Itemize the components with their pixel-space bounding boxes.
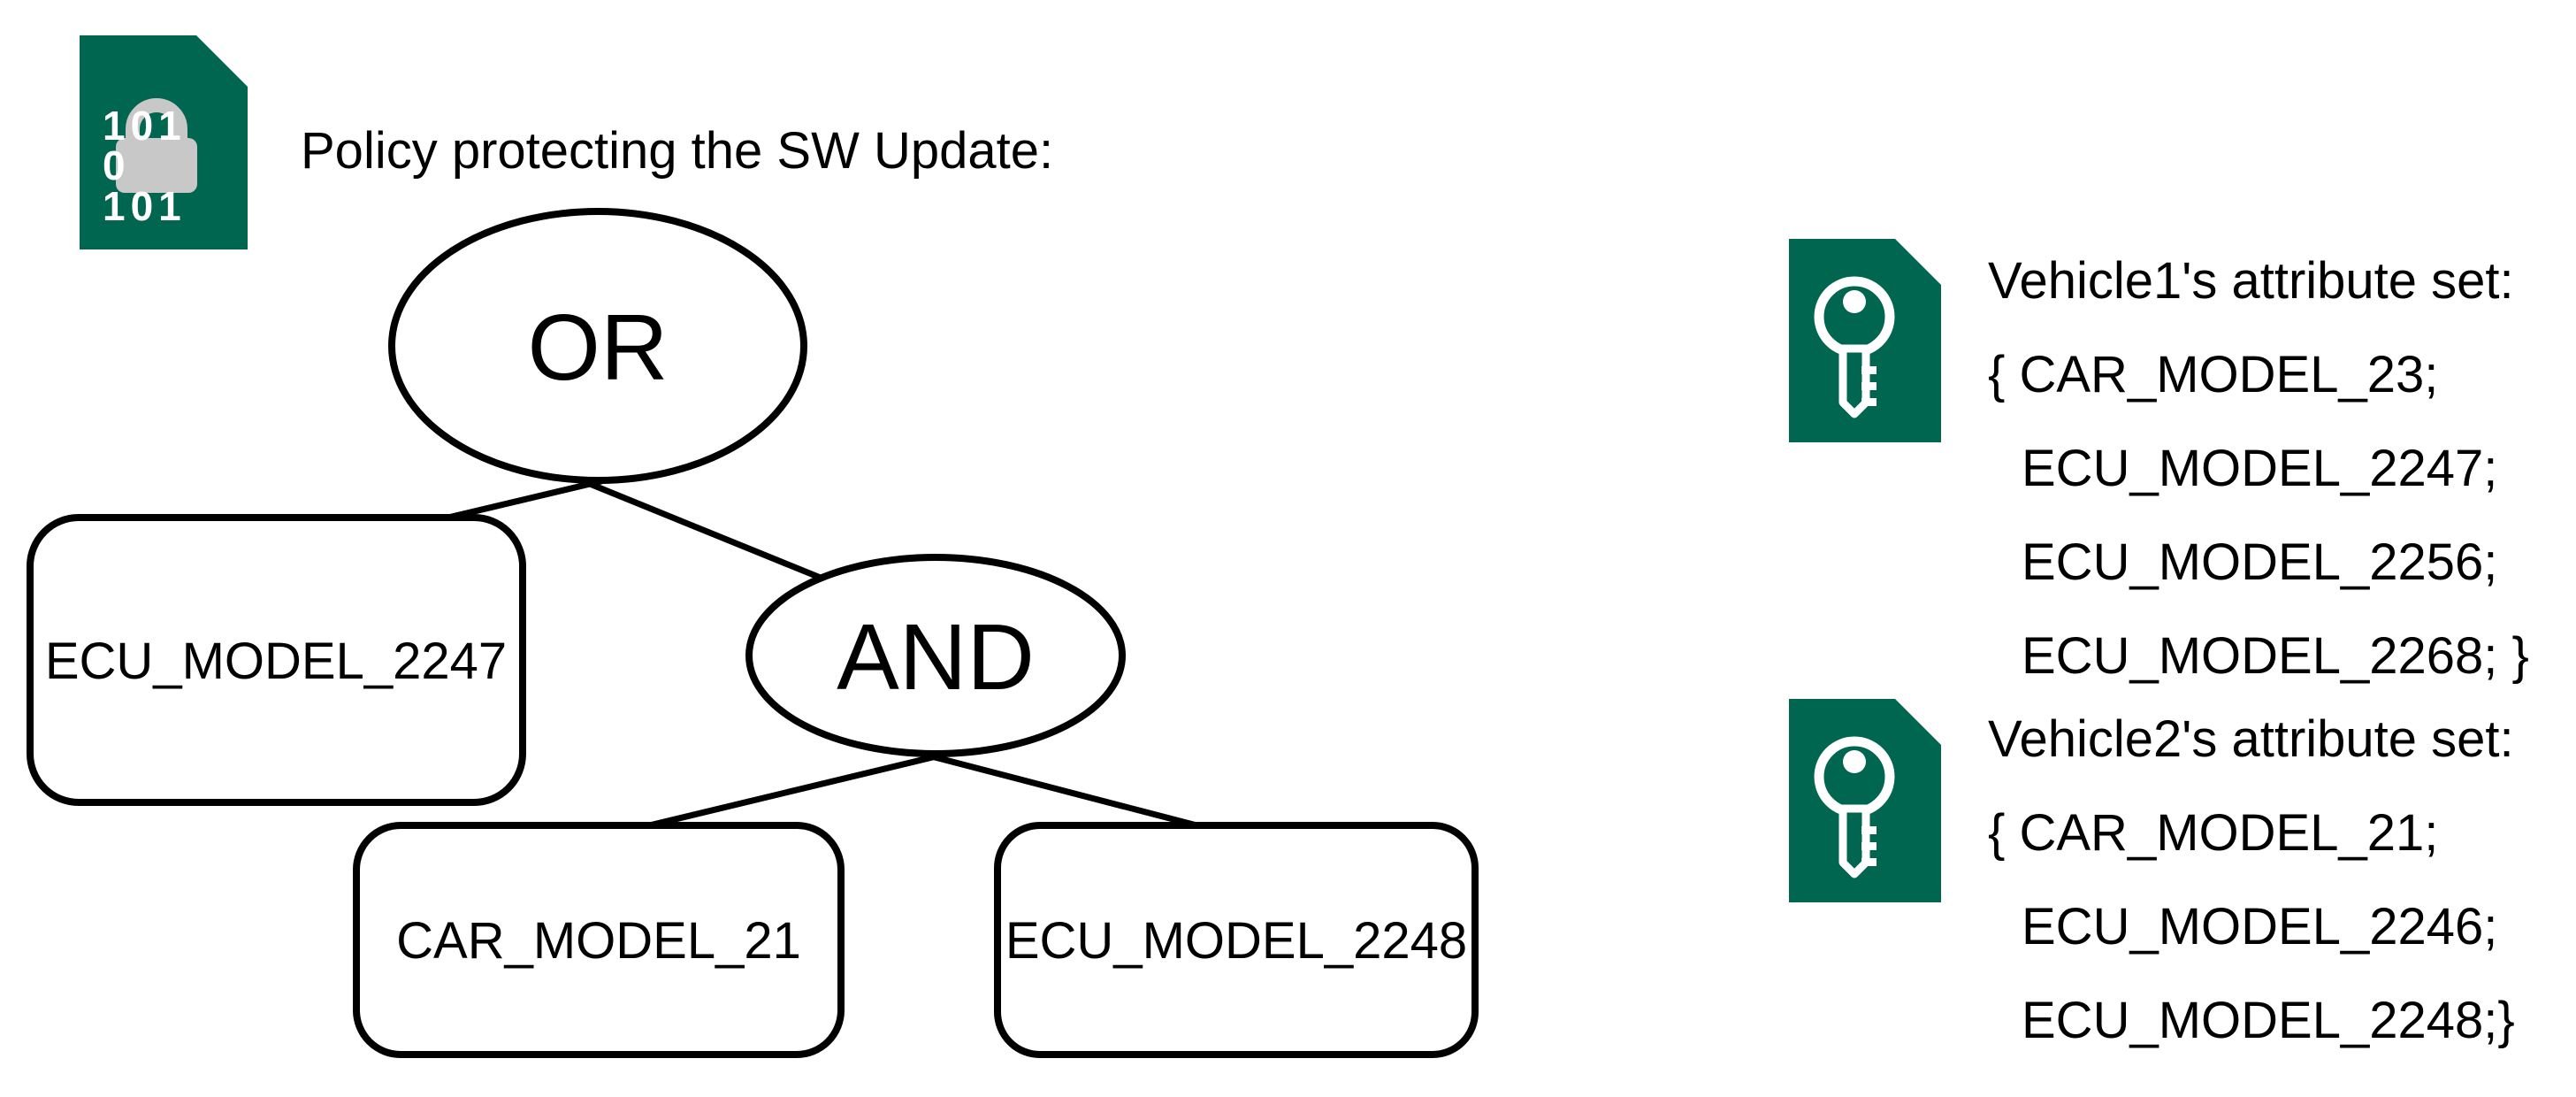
vehicle2-attr-line: ECU_MODEL_2246; xyxy=(2022,898,2497,955)
vehicle2-attribute-set: Vehicle2's attribute set: { CAR_MODEL_21… xyxy=(1988,710,2515,1049)
key-tooth-icon xyxy=(1861,398,1877,406)
edge-and-to-car21 xyxy=(615,744,974,837)
leaf-box xyxy=(27,514,526,806)
vehicle1-attribute-set: Vehicle1's attribute set: { CAR_MODEL_23… xyxy=(1988,252,2529,685)
key-dot-icon xyxy=(1843,290,1866,313)
edge-or-to-and xyxy=(569,472,833,586)
binary-digits-row: 101 xyxy=(103,183,187,229)
vehicle2-key-doc-icon xyxy=(1789,699,1941,902)
and-gate-ellipse xyxy=(745,554,1126,757)
edge-and-to-ecu2248 xyxy=(897,744,1228,837)
leaf-car-model-21: CAR_MODEL_21 xyxy=(353,822,845,1058)
vehicle1-title: Vehicle1's attribute set: xyxy=(1988,252,2514,310)
binary-digits-row: 101 xyxy=(103,103,187,149)
or-gate-ellipse xyxy=(388,208,807,484)
and-gate-label: AND xyxy=(837,605,1035,710)
vehicle1-key-doc-icon xyxy=(1789,239,1941,442)
lock-body-icon xyxy=(116,138,197,193)
leaf-box xyxy=(353,822,845,1058)
vehicle2-attr-line: ECU_MODEL_2248;} xyxy=(2022,992,2515,1049)
key-shaft-icon xyxy=(1838,804,1870,878)
key-tooth-icon xyxy=(1861,826,1877,834)
key-tooth-icon xyxy=(1861,382,1877,390)
document-icon xyxy=(1789,699,1941,902)
vehicle1-attr-line: { CAR_MODEL_23; xyxy=(1988,346,2438,403)
key-tooth-icon xyxy=(1861,842,1877,850)
vehicle2-attr-line: { CAR_MODEL_21; xyxy=(1988,804,2438,862)
leaf-label: ECU_MODEL_2247 xyxy=(45,633,507,690)
or-gate-label: OR xyxy=(528,295,669,400)
key-dot-icon xyxy=(1843,750,1866,773)
binary-digits-row: 0 xyxy=(103,142,131,188)
sw-update-doc-icon: 101 0 101 xyxy=(80,35,248,249)
vehicle1-attr-line: ECU_MODEL_2268; } xyxy=(2022,627,2529,685)
vehicle1-attr-line: ECU_MODEL_2247; xyxy=(2022,440,2497,497)
leaf-label: CAR_MODEL_21 xyxy=(396,912,801,970)
leaf-box xyxy=(994,822,1479,1058)
document-icon xyxy=(1789,239,1941,442)
lock-shackle-icon xyxy=(126,98,187,143)
policy-title: Policy protecting the SW Update: xyxy=(301,122,1053,180)
leaf-ecu-model-2248: ECU_MODEL_2248 xyxy=(994,822,1479,1058)
leaf-label: ECU_MODEL_2248 xyxy=(1005,912,1467,970)
vehicle1-attr-line: ECU_MODEL_2256; xyxy=(2022,533,2497,591)
key-tooth-icon xyxy=(1861,366,1877,374)
key-shaft-icon xyxy=(1838,344,1870,418)
vehicle2-title: Vehicle2's attribute set: xyxy=(1988,710,2514,768)
leaf-ecu-model-2247: ECU_MODEL_2247 xyxy=(27,514,526,806)
key-tooth-icon xyxy=(1861,858,1877,866)
